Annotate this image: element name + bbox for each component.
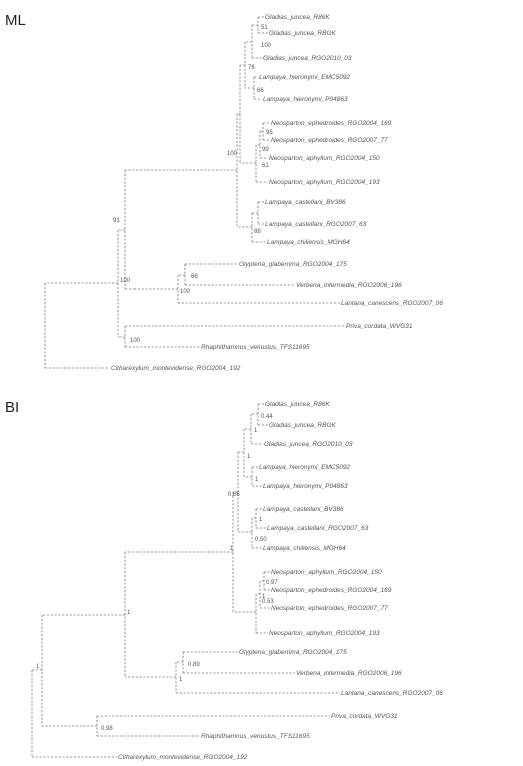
tree-branch <box>31 615 117 758</box>
tree-branch <box>237 201 266 243</box>
bi-taxon-labels: Gladias_juncea_R86K Gladias_juncea_RBGK … <box>118 401 443 761</box>
support-value: 95 <box>266 130 273 136</box>
support-value: 1 <box>127 610 131 616</box>
support-value: 66 <box>257 88 264 94</box>
taxon-label: Glyptena_glaberrima_RGO2004_175 <box>239 649 347 656</box>
taxon-label: Lampaya_hieronymi_EMC5092 <box>259 464 350 471</box>
tree-branch <box>125 651 340 694</box>
support-value: 0.86 <box>228 492 240 498</box>
taxon-label: Gladias_juncea_R86K <box>265 401 330 408</box>
bi-support-values: 0.44 1 1 1 0.86 1 0.50 0.97 1 0.53 1 0.8… <box>36 414 278 732</box>
taxon-label: Gladias_juncea_R86K <box>265 14 330 21</box>
ml-panel: ML Gladias_juncea_R86K <box>5 12 443 372</box>
support-value: 1 <box>259 517 263 523</box>
ml-taxon-labels: Gladias_juncea_R86K Gladias_juncea_RBGK … <box>111 14 443 372</box>
tree-branch <box>135 263 340 304</box>
taxon-label: Neosparton_ephedroides_RGO2004_169 <box>271 587 392 594</box>
taxon-label: Verbena_intermedia_RGO2006_196 <box>296 282 402 289</box>
ml-support-values: 51 100 76 66 95 99 61 100 88 91 66 100 1… <box>113 25 273 344</box>
taxon-label: Rhaphithamnus_venustus_TFS11695 <box>201 733 310 740</box>
taxon-label: Neosparton_ephedroides_RGO2007_77 <box>271 605 388 612</box>
support-value: 0.98 <box>101 726 113 732</box>
taxon-label: Neosparton_aphyllum_RGO2004_193 <box>269 179 380 186</box>
tree-branch <box>244 466 262 487</box>
taxon-label: Lampaya_chiliensis_MGH64 <box>263 545 346 552</box>
taxon-label: Priva_cordata_WVG31 <box>346 323 413 330</box>
taxon-label: Citharexylum_montevidense_RGO2004_192 <box>118 754 248 761</box>
taxon-label: Gladias_juncea_RGO2010_03 <box>264 441 353 448</box>
taxon-label: Glyptena_glaberrima_RGO2004_175 <box>239 261 347 268</box>
support-value: 0.53 <box>262 599 274 605</box>
tree-branch <box>240 122 270 183</box>
taxon-label: Rhaphithamnus_venustus_TFS11695 <box>201 344 310 351</box>
taxon-label: Lampaya_castellani_RGO2007_63 <box>265 221 367 228</box>
support-value: 100 <box>130 338 141 344</box>
support-value: 1 <box>230 546 234 552</box>
tree-branch <box>44 230 119 369</box>
taxon-label: Neosparton_aphyllum_RGO2004_193 <box>269 630 380 637</box>
taxon-label: Lampaya_hieronymi_P04863 <box>263 483 348 490</box>
support-value: 61 <box>262 163 269 169</box>
taxon-label: Lampaya_chiliensis_MGH64 <box>267 239 350 246</box>
support-value: 88 <box>254 229 261 235</box>
taxon-label: Lampaya_castellani_BV386 <box>265 199 346 206</box>
taxon-label: Neosparton_ephedroides_RGO2007_77 <box>271 137 388 144</box>
taxon-label: Neosparton_aphyllum_RGO2004_150 <box>269 155 380 162</box>
taxon-label: Lampaya_castellani_BV386 <box>263 506 344 513</box>
taxon-label: Citharexylum_montevidense_RGO2004_192 <box>111 365 241 372</box>
support-value: 76 <box>248 65 255 71</box>
tree-branch <box>233 452 239 532</box>
tree-branch <box>245 16 268 59</box>
support-value: 51 <box>261 25 268 31</box>
tree-branch <box>238 508 266 549</box>
support-value: 100 <box>227 151 238 157</box>
taxon-label: Lampaya_hieronymi_EMC5092 <box>259 74 350 81</box>
support-value: 100 <box>120 278 131 284</box>
taxon-label: Lampaya_castellani_RGO2007_63 <box>267 525 369 532</box>
taxon-label: Gladias_juncea_RGO2010_03 <box>263 55 352 62</box>
support-value: 100 <box>180 289 191 295</box>
support-value: 0.50 <box>255 537 267 543</box>
tree-branch <box>42 552 126 677</box>
tree-branch <box>238 429 245 477</box>
taxon-label: Neosparton_ephedroides_RGO2004_169 <box>271 120 392 127</box>
taxon-label: Gladias_juncea_RBGK <box>269 422 337 429</box>
support-value: 100 <box>261 43 272 49</box>
support-value: 0.97 <box>266 580 278 586</box>
support-value: 0.89 <box>188 662 200 668</box>
tree-branch <box>245 76 262 100</box>
bi-panel: BI Gladias_juncea_R86K <box>5 399 443 761</box>
support-value: 99 <box>262 147 269 153</box>
tree-branch <box>118 170 135 290</box>
support-value: 1 <box>179 677 183 683</box>
taxon-label: Verbena_intermedia_RGO2006_196 <box>296 670 402 677</box>
support-value: 1 <box>247 454 251 460</box>
support-value: 1 <box>255 477 259 483</box>
tree-branch <box>233 571 270 634</box>
bi-panel-label: BI <box>5 399 19 416</box>
support-value: 66 <box>191 274 198 280</box>
taxon-label: Lantana_canescens_RGO2007_06 <box>341 690 443 697</box>
bi-tree-branches <box>31 403 340 758</box>
tree-branch <box>125 492 234 612</box>
tree-branch <box>125 114 238 227</box>
tree-branch <box>240 42 246 88</box>
tree-branch <box>244 403 268 445</box>
support-value: 1 <box>254 428 258 434</box>
taxon-label: Lampaya_hieronymi_P04863 <box>263 96 348 103</box>
taxon-label: Neosparton_aphyllum_RGO2004_150 <box>271 569 382 576</box>
taxon-label: Gladias_juncea_RBGK <box>269 30 337 37</box>
support-value: 1 <box>36 664 40 670</box>
support-value: 91 <box>113 218 120 224</box>
taxon-label: Priva_cordata_WVG31 <box>331 713 398 720</box>
ml-tree-branches <box>44 16 345 369</box>
ml-panel-label: ML <box>5 12 26 29</box>
tree-branch <box>237 65 241 163</box>
support-value: 0.44 <box>261 414 273 420</box>
taxon-label: Lantana_canescens_RGO2007_06 <box>341 300 443 307</box>
support-value: 1 <box>262 594 266 600</box>
tree-branch <box>42 715 330 737</box>
